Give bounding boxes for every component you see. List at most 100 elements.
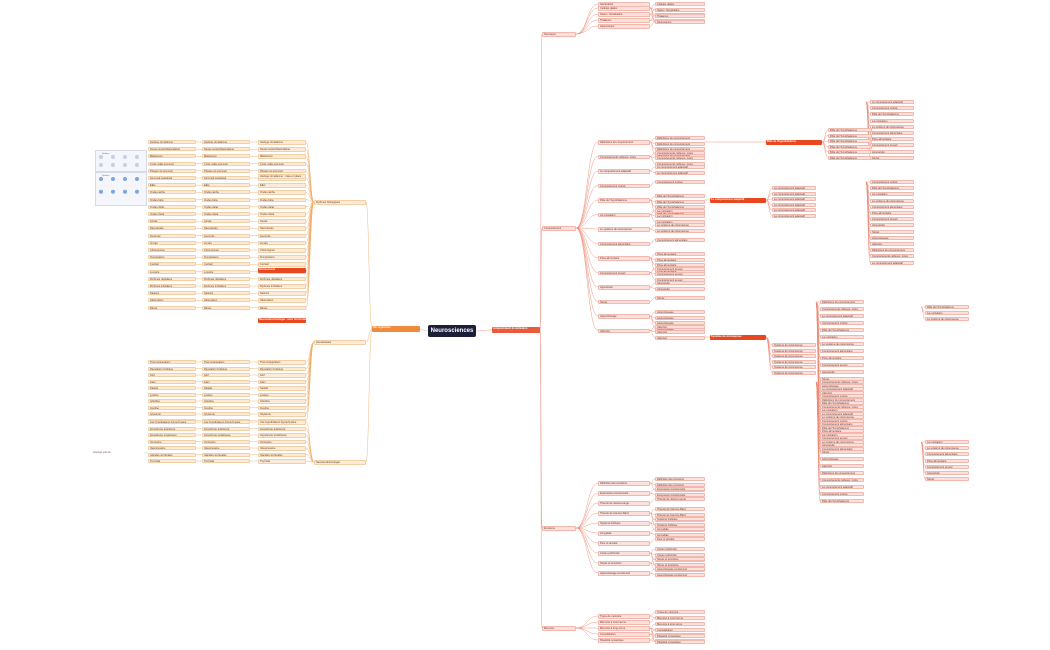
leaf-node[interactable]: Comportement sexuel	[655, 272, 705, 276]
leaf-node[interactable]: Consolidation	[655, 628, 705, 632]
detail-node[interactable]: Rôle de l'hypothalamus	[820, 401, 864, 405]
branch-node[interactable]: Cortex préfrontal	[598, 551, 650, 556]
leaf-node[interactable]: Système limbique	[655, 522, 705, 527]
branch-node-left[interactable]: Narcolepsie	[258, 226, 306, 231]
leaf-node-left[interactable]: Rythmes infradiens	[202, 284, 250, 288]
detail-node[interactable]: Prise alimentaire	[925, 458, 969, 463]
leaf-node-left[interactable]: Vasopressine	[148, 446, 196, 450]
leaf-node[interactable]: Le système de récompense	[655, 228, 705, 233]
section-node[interactable]: Mémoire	[542, 626, 576, 631]
detail-node[interactable]: Le comportement adaptatif	[772, 202, 816, 207]
branch-node-left[interactable]: Régulation hydrique	[258, 366, 306, 371]
leaf-node[interactable]: Expression émotionnelle	[655, 492, 705, 497]
leaf-node[interactable]: Apprentissage émotionnel	[655, 572, 705, 577]
detail-node[interactable]: Comportement alimentaire	[870, 131, 914, 135]
branch-node[interactable]: Comportement motivé	[598, 183, 650, 188]
leaf-node-left[interactable]: Température	[202, 255, 250, 260]
detail-node[interactable]: Rôle de l'hypothalamus	[870, 112, 914, 117]
leaf-node-left[interactable]: Satiété	[202, 386, 250, 390]
branch-node[interactable]: Thalamus	[598, 18, 650, 23]
leaf-node[interactable]: Plasticité synaptique	[655, 634, 705, 638]
leaf-node-left[interactable]: Régulation hydrique	[202, 366, 250, 371]
branch-node-left[interactable]: Température	[258, 255, 306, 260]
leaf-node-left[interactable]: Insomnie	[148, 233, 196, 238]
detail-node[interactable]: Le système de récompense	[820, 415, 864, 419]
detail-node[interactable]: Le comportement adaptatif	[820, 485, 864, 489]
detail-node[interactable]: Le comportement adaptatif	[772, 213, 816, 218]
branch-node[interactable]: Mémoire à court terme	[598, 620, 650, 625]
detail-node[interactable]: Comportement sexuel	[925, 464, 969, 469]
detail-node[interactable]: Rôle de l'hypothalamus	[828, 139, 872, 143]
leaf-node[interactable]: Stress et émotions	[655, 557, 705, 561]
branch-node[interactable]: Mémoire à long terme	[598, 626, 650, 631]
branch-node[interactable]: Stress	[598, 299, 650, 304]
leaf-node-left[interactable]: Chronotypes	[202, 248, 250, 252]
detail-node[interactable]: Le système de récompense	[925, 446, 969, 451]
leaf-node-left[interactable]: Thyroïde	[148, 459, 196, 463]
leaf-node-left[interactable]: Sommeil paradoxal	[148, 176, 196, 180]
branch-node-left[interactable]: Hibernation	[258, 298, 306, 303]
leaf-node-left[interactable]: Thermorégulation	[202, 360, 250, 364]
leaf-node[interactable]: Comportement motivé	[655, 179, 705, 184]
leaf-node[interactable]: Cellules gliales	[655, 2, 705, 6]
leaf-node-left[interactable]: Cortisol	[202, 262, 250, 267]
detail-node[interactable]: Comportement sexuel	[820, 363, 864, 367]
leaf-node-left[interactable]: Hypophyse postérieure	[202, 433, 250, 437]
leaf-node-left[interactable]: Lumière	[202, 269, 250, 274]
leaf-node[interactable]: Apprentissage émotionnel	[655, 567, 705, 571]
detail-node[interactable]: Le comportement adaptatif	[772, 186, 816, 190]
detail-node[interactable]: Le comportement adaptatif	[772, 208, 816, 212]
leaf-node[interactable]: Plasticité synaptique	[655, 639, 705, 644]
leaf-node[interactable]: Agressivité	[655, 281, 705, 285]
leaf-node-left[interactable]: Narcolepsie	[202, 226, 250, 231]
detail-node[interactable]: Comportement motivé	[870, 180, 914, 184]
branch-node-left[interactable]: Soif	[258, 373, 306, 378]
detail-node[interactable]: Le système de récompense	[870, 198, 914, 203]
leaf-node-left[interactable]: Ondes delta	[148, 204, 196, 209]
leaf-node-left[interactable]: Axe hypothalamo-hypophysaire	[202, 420, 250, 424]
leaf-node[interactable]: Thalamus	[655, 14, 705, 18]
detail-node[interactable]: Comportement alimentaire	[820, 422, 864, 426]
leaf-node-left[interactable]: Ocytocine	[148, 439, 196, 444]
leaf-node[interactable]: Attention	[655, 330, 705, 334]
branch-node[interactable]: Agressivité	[598, 285, 650, 290]
branch-node-left[interactable]: Cycle veille-sommeil	[258, 161, 306, 167]
detail-node[interactable]: Comportement alimentaire	[870, 204, 914, 209]
leaf-node[interactable]: Définitions du comportement	[655, 136, 705, 140]
detail-node[interactable]: Agressivité	[925, 471, 969, 475]
branch-node-left[interactable]: Thermorégulation	[258, 360, 306, 365]
detail-node[interactable]: Comportement motivé	[820, 321, 864, 325]
detail-node[interactable]: Comportement alimentaire	[925, 452, 969, 457]
leaf-node-left[interactable]: Glycémie	[148, 412, 196, 416]
leaf-node[interactable]: Comportement alimentaire	[655, 237, 705, 242]
branch-node-left[interactable]: Ondes delta	[258, 204, 306, 210]
branch-node-left[interactable]: Vasopressine	[258, 446, 306, 451]
branch-node-left[interactable]: Ondes alpha	[258, 190, 306, 195]
branch-node-left[interactable]: Rêves	[258, 305, 306, 311]
detail-node[interactable]: Système de récompense	[772, 365, 816, 369]
leaf-node-left[interactable]: Jet lag	[148, 240, 196, 245]
branch-node-left[interactable]: Ondes thêta	[258, 212, 306, 217]
branch-node-left[interactable]: Leptine	[258, 392, 306, 397]
detail-node[interactable]: Attention	[820, 464, 864, 468]
leaf-node-left[interactable]: Leptine	[148, 392, 196, 397]
detail-node[interactable]: La motivation	[820, 335, 864, 339]
branch-node[interactable]: Hippocampe	[598, 24, 650, 29]
detail-node[interactable]: Prise alimentaire	[820, 356, 864, 360]
leaf-node[interactable]: Comportements reflexes, innés	[655, 150, 705, 155]
detail-node[interactable]: Comportement alimentaire	[820, 349, 864, 353]
leaf-node-left[interactable]: Insomnie	[202, 233, 250, 238]
leaf-node-left[interactable]: Température	[148, 255, 196, 260]
leaf-node[interactable]: Prise alimentaire	[655, 252, 705, 256]
detail-node[interactable]: Définitions du comportement	[820, 300, 864, 304]
leaf-node[interactable]: Théorie de Cannon-Bard	[655, 512, 705, 517]
detail-node[interactable]: Le comportement adaptatif	[820, 387, 864, 391]
leaf-node[interactable]: Cortex préfrontal	[655, 552, 705, 557]
sub-header-node-left[interactable]: Homéostasie	[258, 268, 306, 273]
main-branch-right[interactable]: comportement & motivation	[492, 327, 540, 333]
branch-node[interactable]: Stress et émotions	[598, 561, 650, 566]
sub-header-node-left[interactable]: Neuroendocrinologie : axes hormonaux	[258, 318, 306, 323]
section-node[interactable]: Comportement	[542, 226, 576, 231]
leaf-node-left[interactable]: EEG	[202, 183, 250, 188]
branch-node-left[interactable]: Apnée	[258, 219, 306, 224]
